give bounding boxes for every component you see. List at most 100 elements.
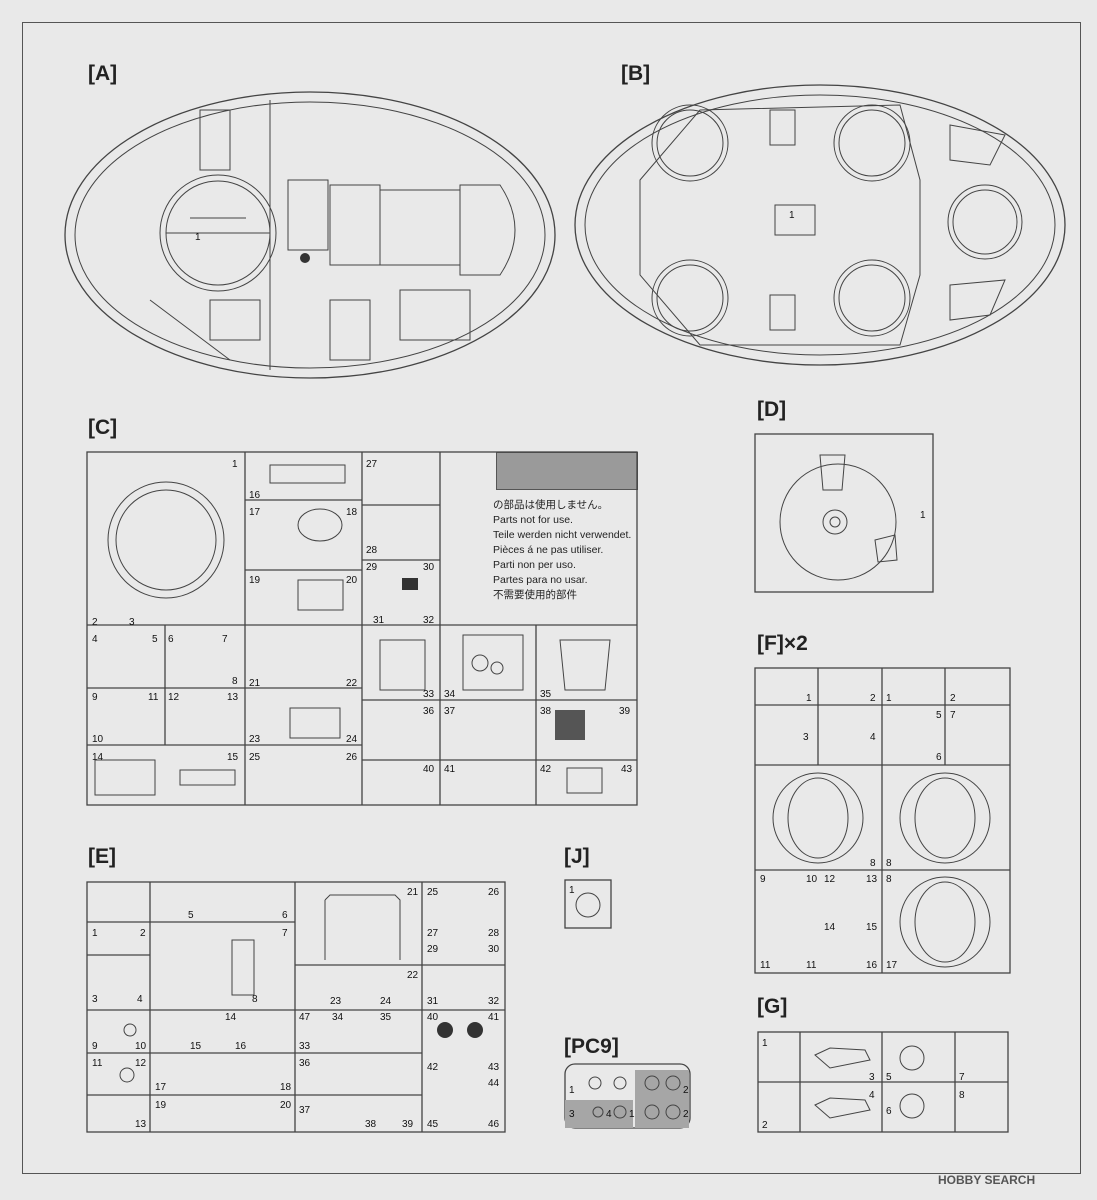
part-number: 28 [366, 545, 378, 556]
part-number: 1 [195, 232, 201, 243]
part-number: 2 [140, 928, 146, 939]
part-number: 1 [92, 928, 98, 939]
part-number: 33 [299, 1041, 311, 1052]
part-number: 5 [188, 910, 194, 921]
part-number: 4 [870, 732, 876, 743]
part-number: 45 [427, 1119, 439, 1130]
part-number: 15 [227, 752, 239, 763]
part-number: 1 [629, 1109, 635, 1120]
part-number: 39 [619, 706, 631, 717]
part-number: 1 [806, 693, 812, 704]
part-number: 18 [346, 507, 358, 518]
part-number: 8 [959, 1090, 965, 1101]
sprue-g: 1 2 3 4 5 6 7 8 [757, 1031, 1009, 1133]
sprue-f: 1 2 1 2 3 4 5 6 7 8 8 8 9 10 11 11 12 13… [754, 667, 1011, 974]
part-number: 40 [427, 1012, 439, 1023]
part-number: 26 [346, 752, 358, 763]
legend-line: Partes para no usar. [493, 574, 588, 586]
part-number: 15 [866, 922, 878, 933]
part-number: 8 [252, 994, 258, 1005]
part-number: 19 [155, 1100, 167, 1111]
part-number: 36 [423, 706, 435, 717]
legend-line: Parti non per uso. [493, 559, 576, 571]
part-number: 6 [168, 634, 174, 645]
label-sprue-f: [F]×2 [757, 632, 808, 655]
part-number: 28 [488, 928, 500, 939]
part-number: 32 [488, 996, 500, 1007]
part-number: 7 [222, 634, 228, 645]
part-number: 2 [950, 693, 956, 704]
part-number: 15 [190, 1041, 202, 1052]
not-used-swatch [496, 452, 638, 490]
part-number: 35 [540, 689, 552, 700]
part-number: 7 [950, 710, 956, 721]
label-sprue-g: [G] [757, 995, 788, 1018]
sheet-border [22, 22, 1081, 1174]
part-number: 39 [402, 1119, 414, 1130]
part-number: 4 [137, 994, 143, 1005]
part-number: 37 [444, 706, 456, 717]
part-number: 3 [569, 1109, 575, 1120]
part-number: 24 [346, 734, 358, 745]
part-number: 12 [824, 874, 836, 885]
part-number: 6 [282, 910, 288, 921]
part-number: 5 [886, 1072, 892, 1083]
part-number: 16 [235, 1041, 247, 1052]
part-number: 30 [488, 944, 500, 955]
part-number: 25 [249, 752, 261, 763]
part-number: 4 [92, 634, 98, 645]
part-number: 3 [869, 1072, 875, 1083]
part-number: 9 [760, 874, 766, 885]
part-number: 1 [886, 693, 892, 704]
part-number: 1 [569, 1085, 575, 1096]
part-number: 6 [936, 752, 942, 763]
legend-line: Parts not for use. [493, 514, 573, 526]
sprue-b: 1 [574, 84, 1066, 366]
not-used-legend: の部品は使用しません。 Parts not for use. Teile wer… [493, 498, 631, 603]
part-number: 6 [886, 1106, 892, 1117]
part-number: 41 [444, 764, 456, 775]
part-number: 12 [168, 692, 180, 703]
part-number: 18 [280, 1082, 292, 1093]
label-sprue-d: [D] [757, 398, 787, 421]
part-number: 23 [249, 734, 261, 745]
part-number: 20 [346, 575, 358, 586]
part-number: 17 [886, 960, 898, 971]
part-number: 2 [683, 1109, 689, 1120]
part-number: 21 [407, 887, 419, 898]
part-number: 10 [806, 874, 818, 885]
part-number: 9 [92, 692, 98, 703]
part-number: 8 [886, 874, 892, 885]
part-number: 4 [869, 1090, 875, 1101]
part-number: 2 [683, 1085, 689, 1096]
part-number: 11 [806, 960, 817, 971]
legend-line: の部品は使用しません。 [493, 499, 609, 511]
sprue-pc9: 1 2 3 4 1 2 [564, 1063, 691, 1129]
part-number: 30 [423, 562, 435, 573]
legend-line: Teile werden nicht verwendet. [493, 529, 632, 541]
label-sprue-b: [B] [621, 62, 651, 85]
part-number: 5 [936, 710, 942, 721]
part-number: 4 [606, 1109, 612, 1120]
part-number: 46 [488, 1119, 500, 1130]
part-number: 14 [824, 922, 836, 933]
part-number: 24 [380, 996, 392, 1007]
part-number: 19 [249, 575, 261, 586]
part-number: 34 [444, 689, 456, 700]
part-number: 21 [249, 678, 261, 689]
part-number: 7 [959, 1072, 965, 1083]
part-number: 37 [299, 1105, 311, 1116]
part-number: 3 [129, 617, 135, 628]
part-number: 17 [155, 1082, 167, 1093]
part-number: 38 [365, 1119, 377, 1130]
part-number: 27 [366, 459, 378, 470]
part-number: 2 [762, 1120, 768, 1131]
part-number: 8 [870, 858, 876, 869]
legend-line: 不需要使用的部件 [493, 589, 577, 601]
part-number: 8 [232, 676, 238, 687]
part-number: 10 [92, 734, 104, 745]
part-number: 2 [870, 693, 876, 704]
part-number: 14 [92, 752, 104, 763]
part-number: 22 [407, 970, 419, 981]
part-number: 25 [427, 887, 439, 898]
